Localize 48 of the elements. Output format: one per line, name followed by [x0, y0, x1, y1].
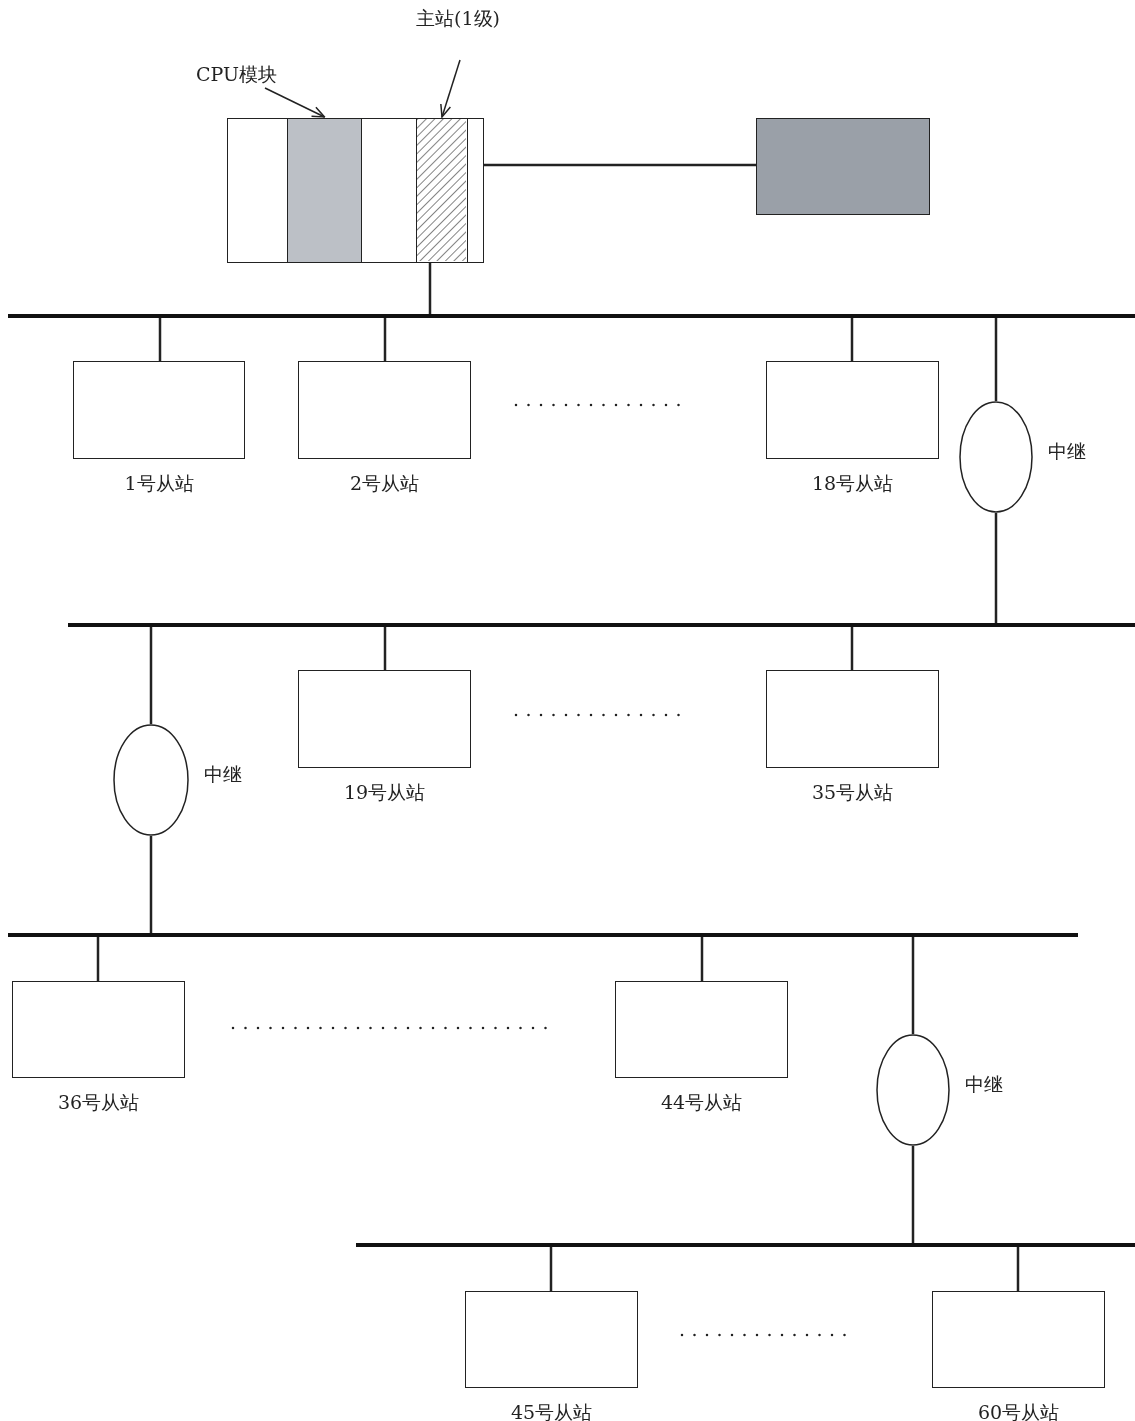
module-rack: [227, 118, 484, 263]
station-box: [615, 981, 788, 1078]
station-label: 36号从站: [57, 1092, 140, 1113]
connector-line: [994, 318, 998, 401]
station-label: 60号从站: [977, 1402, 1060, 1421]
repeater-label: 中继: [1048, 441, 1086, 462]
station-label: 1号从站: [124, 473, 194, 494]
repeater-label: 中继: [204, 764, 242, 785]
connector-line: [549, 1247, 553, 1291]
station-label: 44号从站: [660, 1092, 743, 1113]
cpu-module-slot: [286, 117, 362, 263]
callout-text: CPU模块: [196, 64, 277, 85]
station-box: [766, 361, 939, 459]
leader-arrow: [440, 59, 461, 118]
connector-line: [850, 627, 854, 670]
computer-box: [756, 118, 930, 215]
callout-text: 主站(1级): [416, 8, 500, 29]
connector-line: [383, 318, 387, 361]
repeater-label: 中继: [965, 1074, 1003, 1095]
station-box: [73, 361, 245, 459]
station-label: 35号从站: [811, 782, 894, 803]
connector-line: [850, 318, 854, 361]
connector-line: [911, 1146, 915, 1243]
station-box: [12, 981, 185, 1078]
station-box: [766, 670, 939, 768]
station-label: 45号从站: [510, 1402, 593, 1421]
connector-line: [158, 318, 162, 361]
station-label: 19号从站: [343, 782, 426, 803]
connector-line: [428, 263, 432, 314]
repeater-ellipse: [959, 401, 1033, 513]
station-box: [298, 670, 471, 768]
repeater-ellipse: [113, 724, 189, 836]
connector-line: [1016, 1247, 1020, 1291]
connector-line: [383, 627, 387, 670]
station-box: [298, 361, 471, 459]
repeater-ellipse: [876, 1034, 950, 1146]
station-label: 2号从站: [349, 473, 420, 494]
connector-line: [700, 937, 704, 981]
leader-arrow: [264, 87, 326, 118]
connector-line: [994, 513, 998, 623]
station-label: 18号从站: [811, 473, 894, 494]
hatched-slot: [415, 117, 468, 263]
station-box: [932, 1291, 1105, 1388]
connector-line: [149, 836, 153, 933]
connector-line: [911, 937, 915, 1034]
connector-line: [149, 627, 153, 724]
connector-line: [96, 937, 100, 981]
station-box: [465, 1291, 638, 1388]
